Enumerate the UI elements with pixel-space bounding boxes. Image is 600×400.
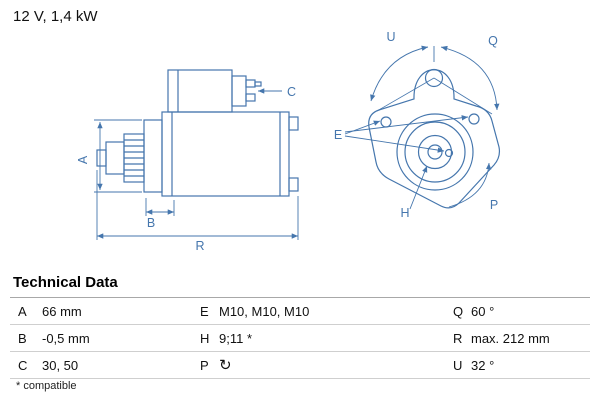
starter-side-view [96,69,299,197]
dim-label-e: E [334,128,342,142]
dim-label-u: U [386,30,395,44]
table-row: A 66 mm E M10, M10, M10 Q 60 ° [10,298,590,325]
spec-value-p: ↻ [217,358,445,373]
spec-value-b: -0,5 mm [42,330,90,346]
front-view-dimensions [344,45,500,210]
spec-key-u: U [453,357,463,373]
spec-key-p: P [200,357,209,373]
spec-value-h: 9;11 * [219,330,253,346]
spec-key-r: R [453,330,463,346]
rotation-direction-icon: ↻ [219,356,232,374]
spec-value-a: 66 mm [42,303,82,319]
dim-label-q: Q [488,34,498,48]
spec-key-c: C [18,357,28,373]
spec-key-e: E [200,303,209,319]
power-spec: 12 V, 1,4 kW [13,8,98,25]
spec-key-b: B [18,330,27,346]
technical-data-table: A 66 mm E M10, M10, M10 Q 60 ° B -0,5 mm… [10,297,590,379]
spec-value-c: 30, 50 [42,357,79,373]
dim-label-b: B [147,216,155,230]
spec-key-h: H [200,330,210,346]
dim-label-h: H [400,206,409,220]
dim-label-a: A [76,155,90,164]
table-row: C 30, 50 P ↻ U 32 ° [10,352,590,379]
spec-value-e: M10, M10, M10 [219,303,310,319]
compatibility-footnote: * compatible [16,380,77,392]
dim-label-p: P [490,198,498,212]
starter-front-view [368,68,501,209]
dim-label-r: R [195,239,204,253]
technical-drawing: A B C R U Q E H P [76,30,501,253]
table-row: B -0,5 mm H 9;11 * R max. 212 mm [10,325,590,352]
spec-key-q: Q [453,303,464,319]
spec-value-q: 60 ° [471,303,495,319]
spec-value-r: max. 212 mm [471,330,550,346]
spec-key-a: A [18,303,27,319]
technical-data-title: Technical Data [13,274,118,291]
dim-label-c: C [287,85,296,99]
drawing-labels: A B C R U Q E H P [76,30,498,253]
side-view-dimensions [94,88,299,240]
spec-value-u: 32 ° [471,357,495,373]
